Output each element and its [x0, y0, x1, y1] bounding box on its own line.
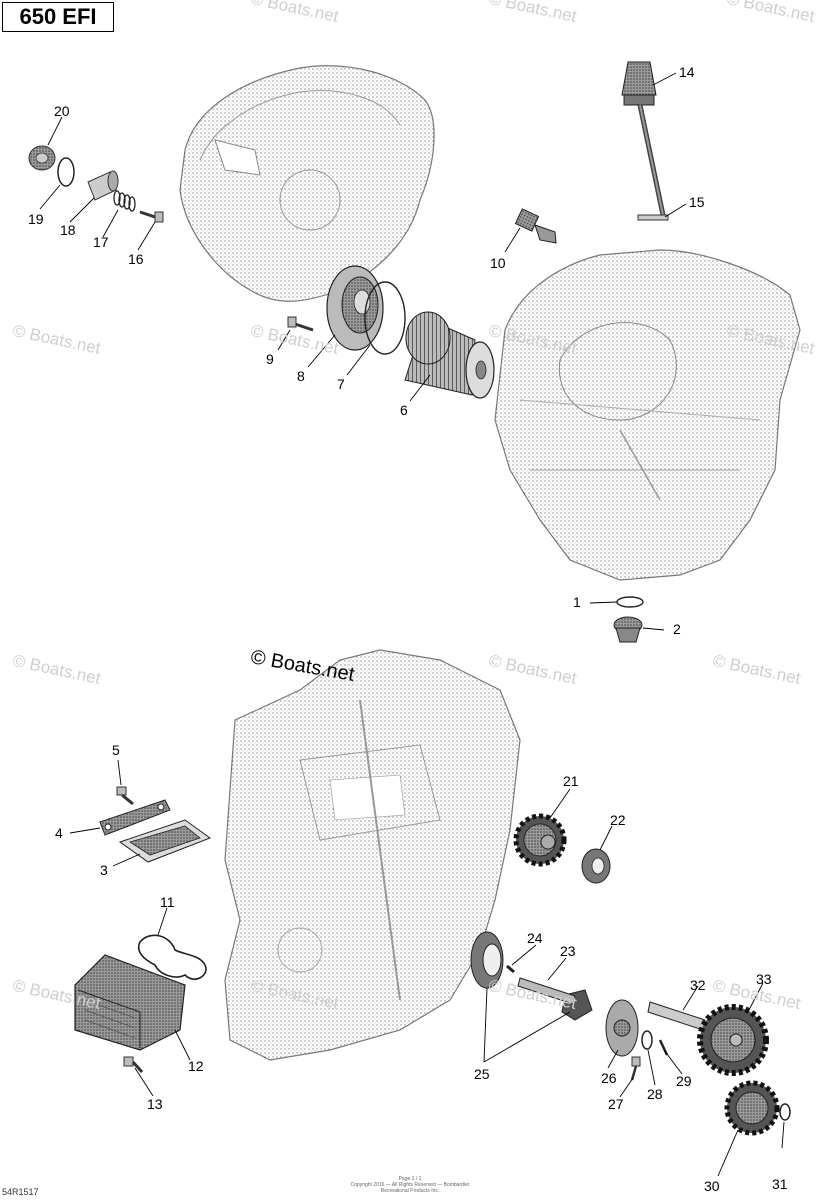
part-5-bolt — [116, 786, 134, 806]
part-17-spring — [113, 190, 136, 212]
leader-lines — [39, 72, 785, 1177]
callout-32: 32 — [690, 977, 706, 993]
part-4-plate — [99, 799, 171, 836]
crankcase-upper — [494, 249, 801, 581]
part-15-ring — [637, 214, 669, 221]
part-11-gasket — [137, 934, 207, 980]
callout-18: 18 — [60, 222, 76, 238]
part-12-oil-cooler — [74, 954, 186, 1051]
part-2-drain-plug — [613, 616, 643, 643]
callout-27: 27 — [608, 1096, 624, 1112]
callout-7: 7 — [337, 376, 345, 392]
part-30-gear — [724, 1080, 780, 1136]
part-3-gasket — [118, 819, 212, 863]
drawing-code: 54R1517 — [2, 1187, 39, 1197]
part-21-gear — [513, 813, 567, 867]
callout-14: 14 — [679, 64, 695, 80]
callout-31: 31 — [772, 1176, 788, 1192]
callout-17: 17 — [93, 234, 109, 250]
part-32-shaft — [647, 1001, 706, 1031]
part-19-o-ring — [57, 157, 75, 187]
part-28-washer — [641, 1030, 653, 1050]
callout-19: 19 — [28, 211, 44, 227]
crankcase-cover — [179, 65, 435, 302]
callout-29: 29 — [676, 1073, 692, 1089]
part-18-sleeve — [87, 170, 119, 201]
callout-24: 24 — [527, 930, 543, 946]
callout-8: 8 — [297, 368, 305, 384]
callout-26: 26 — [601, 1070, 617, 1086]
part-24-pin — [506, 964, 515, 974]
callout-16: 16 — [128, 251, 144, 267]
part-20-plug — [28, 145, 56, 171]
crankcase-lower — [224, 649, 521, 1061]
part-33-gear — [697, 1004, 769, 1076]
part-16-bolt — [139, 210, 164, 223]
part-8-filter-cover — [326, 265, 384, 351]
callout-30: 30 — [704, 1178, 720, 1194]
part-9-bolt — [287, 316, 314, 332]
callout-13: 13 — [147, 1096, 163, 1112]
part-22-seal — [581, 848, 611, 884]
callout-9: 9 — [266, 351, 274, 367]
callout-3: 3 — [100, 862, 108, 878]
part-23-shaft — [517, 977, 576, 1005]
part-26-pump-cover — [605, 999, 639, 1057]
callout-22: 22 — [610, 812, 626, 828]
callout-4: 4 — [55, 825, 63, 841]
callout-2: 2 — [673, 621, 681, 637]
part-1-o-ring — [616, 596, 644, 608]
fine-print: Page 1 / 1 Copyright 2016 — All Rights R… — [340, 1176, 480, 1194]
callout-6: 6 — [400, 402, 408, 418]
model-label: 650 EFI — [2, 2, 114, 32]
fine-print-line-1: Page 1 / 1 — [398, 1176, 422, 1182]
fine-print-line-2: Copyright 2016 — All Rights Reserved — B… — [350, 1182, 470, 1194]
callout-15: 15 — [689, 194, 705, 210]
part-10-switch — [514, 208, 557, 244]
callout-20: 20 — [54, 103, 70, 119]
part-27-bolt — [630, 1056, 641, 1081]
callout-25: 25 — [474, 1066, 490, 1082]
callout-12: 12 — [188, 1058, 204, 1074]
callout-1: 1 — [573, 594, 581, 610]
callout-5: 5 — [112, 742, 120, 758]
part-7-o-ring — [364, 281, 406, 355]
part-31-circlip — [779, 1103, 791, 1121]
part-6-oil-filter — [404, 311, 495, 399]
callout-23: 23 — [560, 943, 576, 959]
callout-10: 10 — [490, 255, 506, 271]
callout-11: 11 — [160, 894, 175, 910]
callout-21: 21 — [563, 773, 579, 789]
part-13-bolt — [123, 1056, 144, 1074]
part-14-dipstick — [621, 61, 666, 216]
callout-33: 33 — [756, 971, 772, 987]
callout-28: 28 — [647, 1086, 663, 1102]
